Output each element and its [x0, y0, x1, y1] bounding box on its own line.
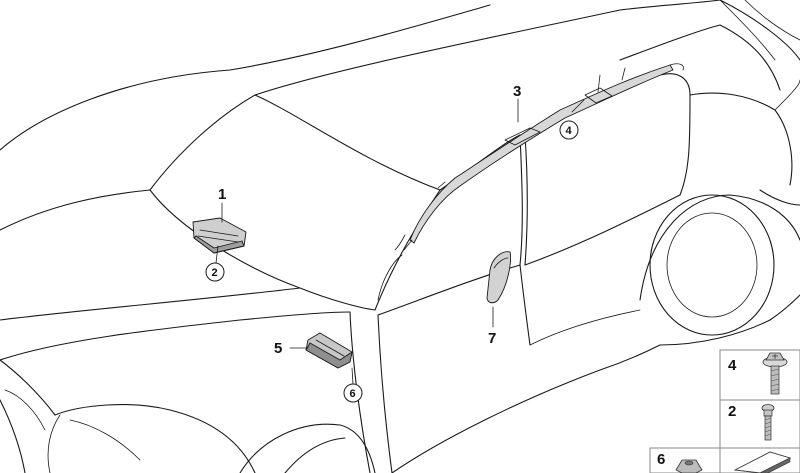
callout-3: 3 [513, 83, 521, 100]
svg-text:7: 7 [488, 330, 496, 347]
svg-text:6: 6 [657, 451, 665, 468]
flange-screw-icon [762, 352, 788, 395]
callout-6: 6 [343, 383, 363, 403]
callout-2: 2 [205, 262, 225, 282]
svg-text:1: 1 [218, 186, 226, 203]
svg-text:4: 4 [566, 125, 573, 137]
part-arrow-icon [733, 451, 792, 473]
callout-1: 1 [218, 186, 226, 203]
callout-4: 4 [559, 120, 579, 140]
leader-lines [215, 98, 585, 385]
svg-text:4: 4 [728, 357, 737, 374]
svg-text:2: 2 [212, 267, 218, 279]
callout-7: 7 [488, 330, 496, 347]
fastener-legend: 4 2 6 [649, 349, 800, 473]
svg-text:6: 6 [350, 388, 356, 400]
curtain-airbag [403, 63, 684, 251]
knee-airbag-module [305, 332, 353, 369]
svg-text:3: 3 [513, 83, 521, 100]
bolt-icon [761, 404, 775, 441]
callout-5: 5 [274, 340, 282, 357]
svg-text:5: 5 [274, 340, 282, 357]
passenger-airbag-module [192, 217, 247, 254]
side-airbag [486, 251, 511, 304]
svg-text:2: 2 [728, 403, 736, 420]
hex-nut-icon [675, 459, 703, 473]
